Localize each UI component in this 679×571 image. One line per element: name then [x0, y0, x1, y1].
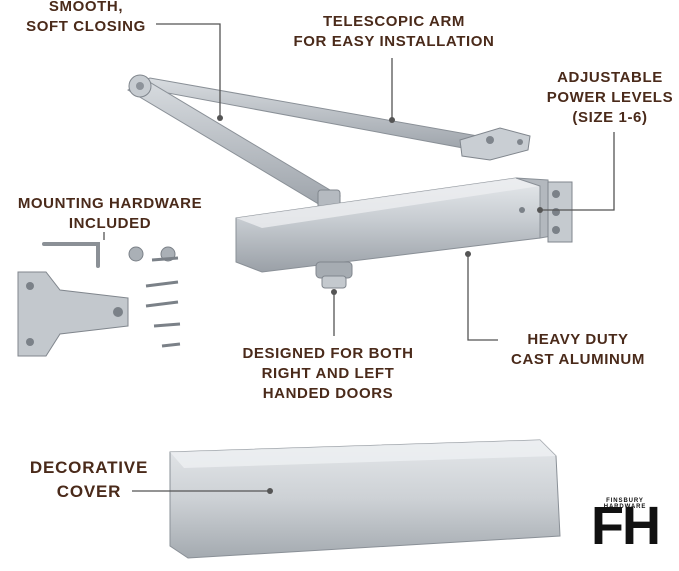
label-smooth-closing: SMOOTH, SOFT CLOSING	[26, 0, 146, 35]
label-heavy-duty: HEAVY DUTY CAST ALUMINUM	[511, 331, 645, 368]
brand-logo: FH	[591, 496, 661, 556]
leader-lines	[103, 23, 615, 492]
mounting-hardware	[17, 242, 181, 357]
label-decorative-cover: DECORATIVE COVER	[29, 458, 149, 501]
leader-heavy	[467, 254, 498, 341]
brand-monogram: FH	[591, 496, 659, 556]
leader-adjustable	[540, 132, 615, 211]
brand-name: FINSBURY HARDWARE	[603, 498, 647, 510]
leader-smooth	[156, 23, 221, 118]
decorative-cover	[169, 439, 561, 559]
label-mounting-hardware: MOUNTING HARDWARE INCLUDED	[17, 195, 203, 232]
leader-dots	[217, 115, 543, 494]
closer-body	[235, 177, 573, 289]
label-adjustable-power: ADJUSTABLE POWER LEVELS (SIZE 1-6)	[546, 69, 674, 126]
label-designed-doors: DESIGNED FOR BOTH RIGHT AND LEFT HANDED …	[242, 345, 414, 402]
label-telescopic-arm: TELESCOPIC ARM FOR EASY INSTALLATION	[293, 13, 495, 50]
